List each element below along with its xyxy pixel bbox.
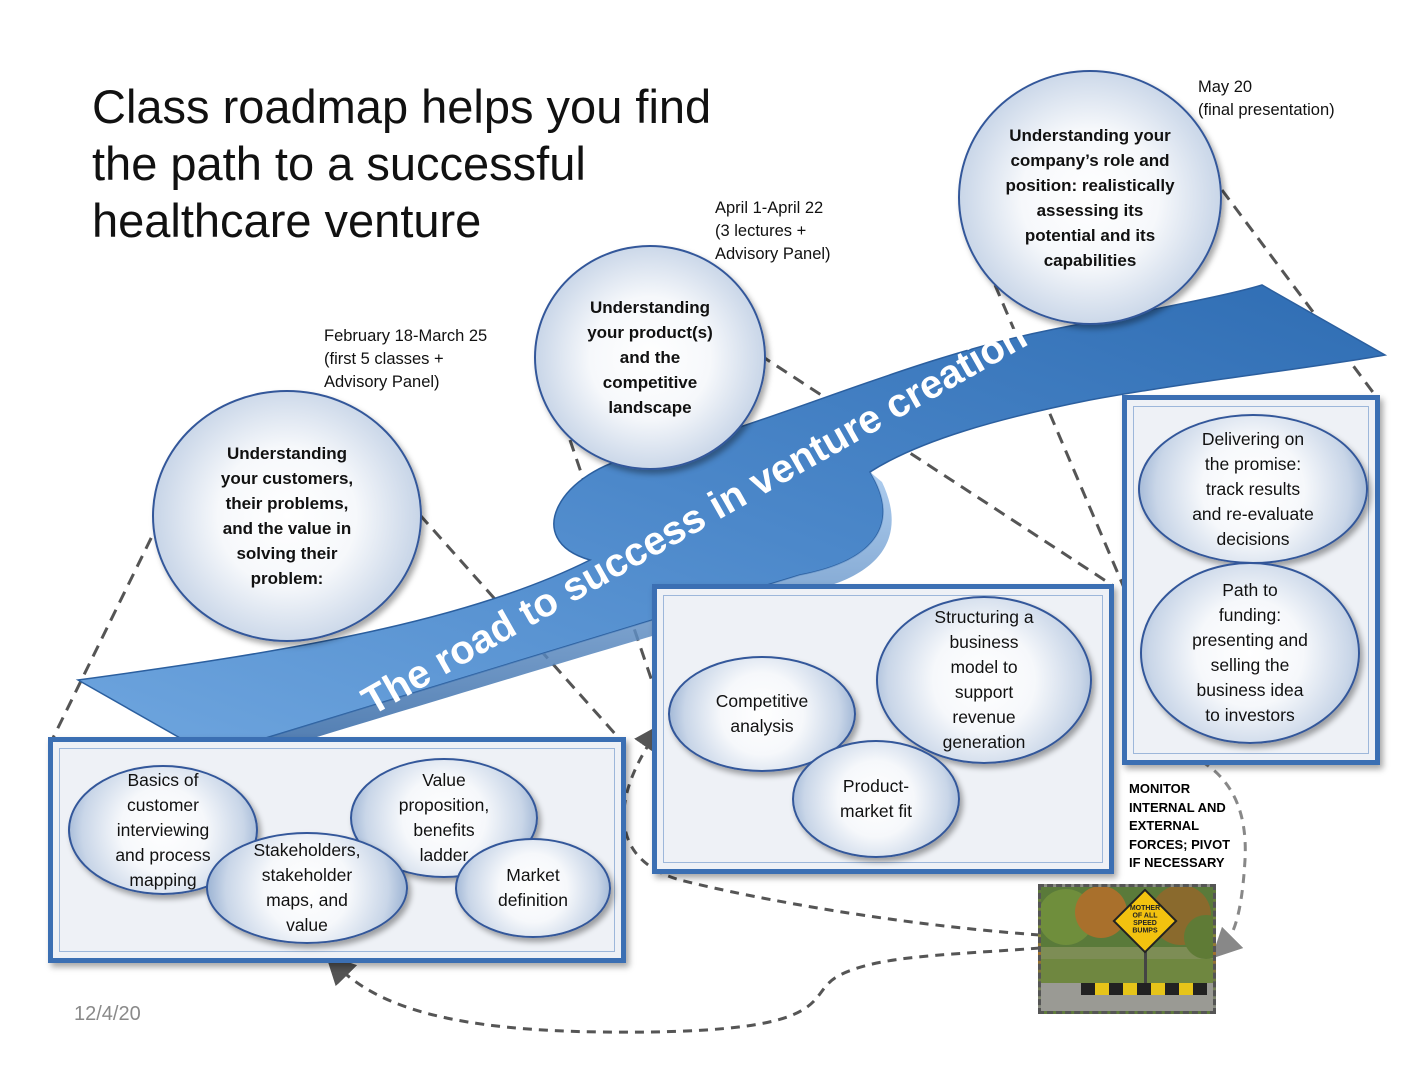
topic-business-model: Structuring a business model to support … — [876, 596, 1092, 764]
monitor-note: MONITOR INTERNAL AND EXTERNAL FORCES; PI… — [1129, 781, 1231, 870]
footer-date: 12/4/20 — [74, 1003, 141, 1025]
topic-product-market-fit: Product- market fit — [792, 740, 960, 858]
topic-stakeholders: Stakeholders, stakeholder maps, and valu… — [206, 832, 408, 944]
slide-title: Class roadmap helps you find the path to… — [92, 80, 712, 247]
stage-3-heading-circle: Understanding your company’s role and po… — [958, 70, 1222, 325]
date-note-stage-2: April 1-April 22 (3 lectures + Advisory … — [715, 199, 831, 263]
warning-sign-icon — [1112, 888, 1178, 954]
stage-1-heading: Understanding your customers, their prob… — [220, 444, 354, 588]
topic-delivering-on-promise: Delivering on the promise: track results… — [1138, 414, 1368, 564]
sign-text-line: MOTHER — [1130, 905, 1160, 912]
sign-text-line: BUMPS — [1132, 928, 1158, 935]
dashed-connectors — [50, 189, 1377, 746]
stage-2-heading-circle: Understanding your product(s) and the co… — [534, 245, 766, 470]
stage-1-heading-circle: Understanding your customers, their prob… — [152, 390, 422, 642]
topic-customer-interviewing: Basics of customer interviewing and proc… — [68, 765, 258, 895]
sign-text-line: OF ALL — [1132, 913, 1158, 920]
topic-path-to-funding: Path to funding: presenting and selling … — [1140, 562, 1360, 744]
date-note-stage-1: February 18-March 25 (first 5 classes + … — [324, 327, 488, 391]
stage-3-heading: Understanding your company’s role and po… — [1005, 125, 1175, 270]
speed-bump-stripes — [1081, 983, 1207, 995]
topic-market-definition: Market definition — [455, 838, 611, 938]
stage-2-heading: Understanding your product(s) and the co… — [587, 298, 713, 417]
sign-text-line: SPEED — [1133, 920, 1157, 927]
date-note-stage-3: May 20 (final presentation) — [1198, 78, 1335, 119]
topic-competitive-analysis: Competitive analysis — [668, 656, 856, 772]
